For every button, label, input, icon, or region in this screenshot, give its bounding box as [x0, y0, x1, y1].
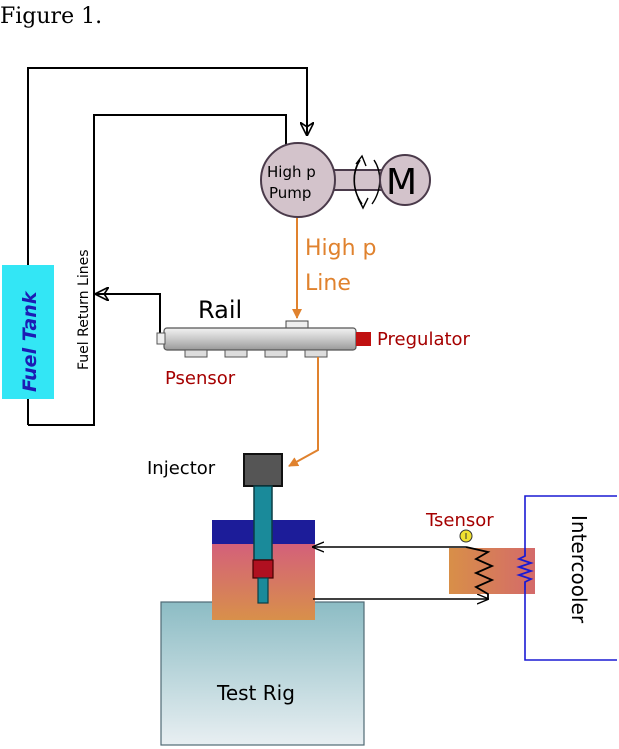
high-pressure-pump	[260, 142, 336, 218]
rail-body	[163, 327, 357, 351]
pressure-regulator	[356, 332, 371, 346]
fuel-return-line	[28, 114, 287, 426]
test-rig-label: Test Rig	[216, 681, 295, 705]
pump-label-line1: High p	[267, 163, 316, 181]
injector-head	[243, 453, 283, 487]
injector-body	[253, 485, 273, 561]
rail-port-3	[264, 349, 288, 358]
pump-label-line2: Pump	[269, 184, 311, 202]
motor	[379, 154, 431, 206]
rail-port-2	[224, 349, 248, 358]
intercooler-loop-bottom	[524, 590, 617, 661]
injector-nozzle	[257, 577, 269, 604]
figure-caption: Figure 1.	[0, 4, 103, 29]
rail-port-4	[304, 349, 328, 358]
tsensor-label: Tsensor	[425, 510, 494, 531]
test-rig	[160, 601, 365, 746]
fuel-tank	[2, 265, 54, 399]
rail-label: Rail	[198, 296, 242, 324]
rail-end-cap	[156, 332, 166, 345]
injector-seal	[252, 559, 274, 579]
high-p-line-label-2: Line	[305, 271, 351, 296]
intercooler-label: Intercooler	[567, 515, 591, 624]
heater-coil	[465, 546, 495, 599]
fuel-supply-line	[27, 67, 307, 265]
intercooler-loop	[524, 495, 617, 550]
psensor-label: Psensor	[165, 368, 236, 389]
rail-return-line	[96, 294, 161, 333]
injector-label: Injector	[147, 458, 216, 479]
fuel-tank-label: Fuel Tank	[19, 290, 41, 392]
motor-label: M	[386, 162, 417, 203]
rail-port-1	[184, 349, 208, 358]
injector-feed-line	[288, 357, 319, 467]
heat-exchanger-block	[449, 548, 535, 594]
fuel-return-lines-label: Fuel Return Lines	[76, 250, 92, 371]
high-p-line-label-1: High p	[305, 236, 377, 261]
pregulator-label: Pregulator	[377, 329, 471, 350]
intercooler-coil	[516, 550, 534, 590]
pump-shaft	[329, 169, 383, 191]
